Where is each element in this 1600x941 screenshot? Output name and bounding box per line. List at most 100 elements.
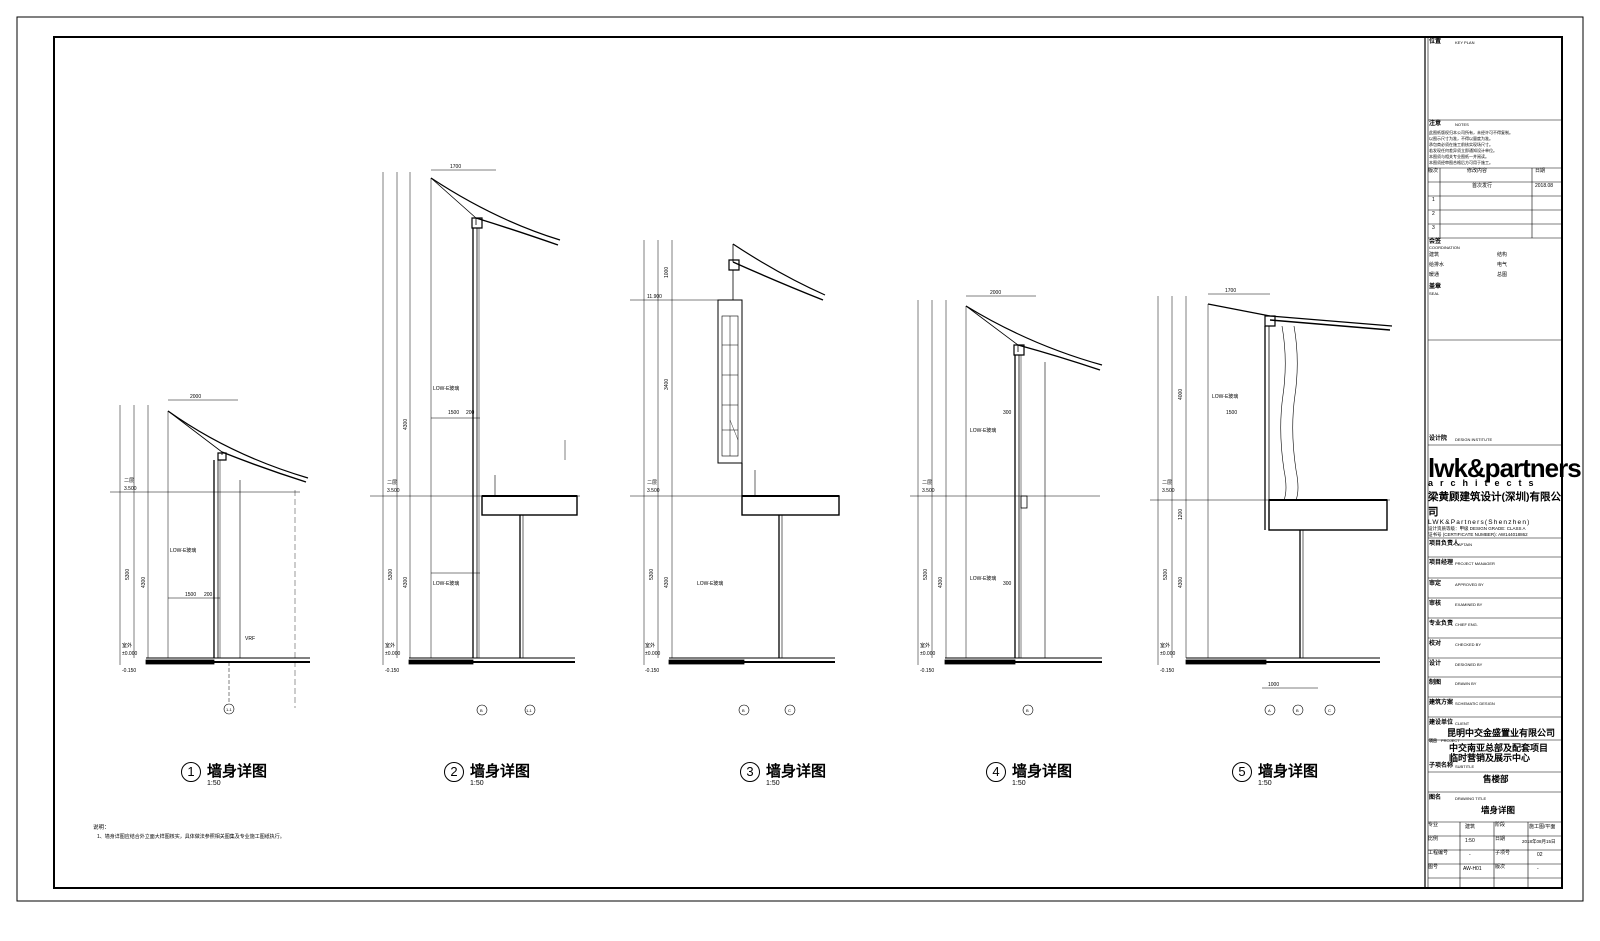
client-label-en: CLIENT: [1455, 721, 1470, 726]
caption-title: 墙身详图: [1258, 763, 1319, 780]
seal-label-en: SEAL: [1429, 291, 1440, 296]
elec-label: 电气: [1497, 262, 1508, 268]
svg-text:3.500: 3.500: [124, 486, 137, 492]
edition-value: -: [1537, 866, 1539, 872]
svg-text:±0.000: ±0.000: [385, 651, 400, 657]
caption-number: 1: [181, 762, 201, 783]
wall-section-4: 2000 300 300 LOW-E玻璃 LOW-E玻璃 二层 3.500 室外…: [910, 290, 1103, 716]
wall-section-3: 11.900 LOW-E玻璃 二层 3.500 室外 ±0.000 -0.150…: [630, 240, 840, 716]
svg-text:B: B: [1296, 708, 1299, 713]
svg-text:2000: 2000: [190, 394, 201, 400]
notes-label-en: NOTES: [1455, 122, 1469, 127]
role-pm: 项目经理: [1429, 560, 1454, 566]
caption-number: 3: [740, 762, 760, 783]
wall-section-1: 2000 1500 200 LOW-E玻璃 VRF 二层 3.500 室外 ±0…: [110, 394, 310, 715]
svg-text:LOW-E玻璃: LOW-E玻璃: [1212, 393, 1238, 400]
client-label: 建设单位: [1429, 720, 1454, 726]
svg-text:4300: 4300: [938, 577, 944, 588]
svg-text:-0.150: -0.150: [920, 668, 934, 674]
svg-text:二层: 二层: [647, 480, 657, 486]
caption-scale: 1:50: [766, 780, 780, 788]
project-name-1: 中交南亚总部及配套项目: [1449, 743, 1549, 753]
dwg-no-value: AW-H01: [1463, 866, 1482, 872]
svg-text:VRF: VRF: [245, 636, 255, 642]
subtitle-label: 子项名称: [1429, 763, 1454, 769]
role-captain-en: CAPTAIN: [1455, 542, 1473, 547]
svg-text:C: C: [788, 708, 791, 713]
svg-text:LOW-E玻璃: LOW-E玻璃: [697, 580, 723, 587]
rev-num: 1: [1432, 197, 1435, 203]
svg-text:5300: 5300: [125, 569, 131, 580]
scale-value: 1:50: [1465, 838, 1475, 844]
logo-subline: architects: [1428, 478, 1541, 488]
job-label: 工程编号: [1428, 850, 1449, 856]
svg-text:±0.000: ±0.000: [920, 651, 935, 657]
role-checked-en: CHECKED BY: [1455, 642, 1482, 647]
notes-label: 注意: [1429, 121, 1442, 127]
notes-list: 此图纸版权归本公司所有，未经许可不得复制。 以图示尺寸为准，不得以量度为准。 承…: [1429, 130, 1562, 166]
role-approved-en: APPROVED BY: [1455, 582, 1484, 587]
title-block: 位置 KEY PLAN 注意 NOTES 此图纸版权归本公司所有，未经许可不得复…: [1427, 38, 1564, 898]
note-line: 以图示尺寸为准，不得以量度为准。: [1429, 136, 1493, 141]
firm-name-cn: 梁黄顾建筑设计(深圳)有限公司: [1428, 491, 1561, 518]
svg-text:±0.000: ±0.000: [122, 651, 137, 657]
job-value: -: [1469, 852, 1471, 858]
rev-num: 3: [1432, 225, 1435, 231]
outer-border: [16, 16, 1584, 902]
coord-label: 会签: [1429, 239, 1442, 245]
svg-text:3.500: 3.500: [922, 488, 935, 494]
drawing-title-label: 图名: [1429, 795, 1442, 801]
caption-title: 墙身详图: [470, 763, 531, 780]
svg-text:B: B: [480, 708, 483, 713]
stage-label: 阶段: [1495, 822, 1506, 828]
desc-header: 修改内容: [1467, 168, 1488, 174]
role-pm-en: PROJECT MANAGER: [1455, 561, 1495, 566]
svg-text:1500: 1500: [448, 410, 459, 416]
svg-text:±0.000: ±0.000: [645, 651, 660, 657]
date-label: 日期: [1495, 836, 1506, 842]
key-plan-label: 位置: [1429, 39, 1442, 45]
role-drawn: 制图: [1429, 680, 1442, 686]
note-line: 此图纸版权归本公司所有，未经许可不得复制。: [1429, 130, 1513, 135]
arch-label: 建筑: [1429, 252, 1440, 258]
svg-text:LOW-E玻璃: LOW-E玻璃: [433, 580, 459, 587]
note-line: 若发现任何差异须立即通知设计单位。: [1429, 148, 1497, 153]
discipline-value: 建筑: [1465, 824, 1476, 830]
firm-name-en: LWK&Partners(Shenzhen): [1428, 519, 1531, 526]
svg-text:室外: 室外: [1160, 642, 1170, 649]
caption-title: 墙身详图: [207, 763, 268, 780]
role-examined-en: EXAMINED BY: [1455, 602, 1483, 607]
role-schematic-en: SCHEMATIC DESIGN: [1455, 701, 1495, 706]
caption-scale: 1:50: [1012, 780, 1026, 788]
subtitle-label-en: SUBTITLE: [1455, 764, 1475, 769]
rev-header: 版次: [1428, 168, 1439, 174]
subtitle-value: 售楼部: [1483, 774, 1509, 784]
project-name-2: 临时营销及展示中心: [1449, 753, 1531, 763]
svg-text:二层: 二层: [922, 480, 932, 486]
rev-num: 2: [1432, 211, 1435, 217]
svg-text:-0.150: -0.150: [645, 668, 659, 674]
svg-text:5300: 5300: [1163, 569, 1169, 580]
caption-3: 3 墙身详图 1:50: [740, 760, 826, 787]
inner-border: [53, 36, 1563, 889]
svg-text:3.500: 3.500: [647, 488, 660, 494]
svg-text:±0.000: ±0.000: [1160, 651, 1175, 657]
svg-text:3.500: 3.500: [1162, 488, 1175, 494]
svg-text:LOW-E玻璃: LOW-E玻璃: [970, 575, 996, 582]
role-designed-en: DESIGNED BY: [1455, 662, 1483, 667]
svg-text:4300: 4300: [403, 577, 409, 588]
svg-text:4300: 4300: [141, 577, 147, 588]
note-line: 本图须经审图合格后方可用于施工。: [1429, 160, 1493, 165]
svg-text:LOW-E玻璃: LOW-E玻璃: [433, 385, 459, 392]
caption-title: 墙身详图: [766, 763, 827, 780]
caption-scale: 1:50: [1258, 780, 1272, 788]
project-label-en: PROJECT: [1441, 738, 1460, 743]
dwg-no-label: 图号: [1428, 864, 1439, 870]
svg-text:二层: 二层: [1162, 480, 1172, 486]
svg-text:二层: 二层: [387, 480, 397, 486]
svg-text:200: 200: [204, 592, 213, 598]
svg-text:二层: 二层: [124, 478, 134, 484]
